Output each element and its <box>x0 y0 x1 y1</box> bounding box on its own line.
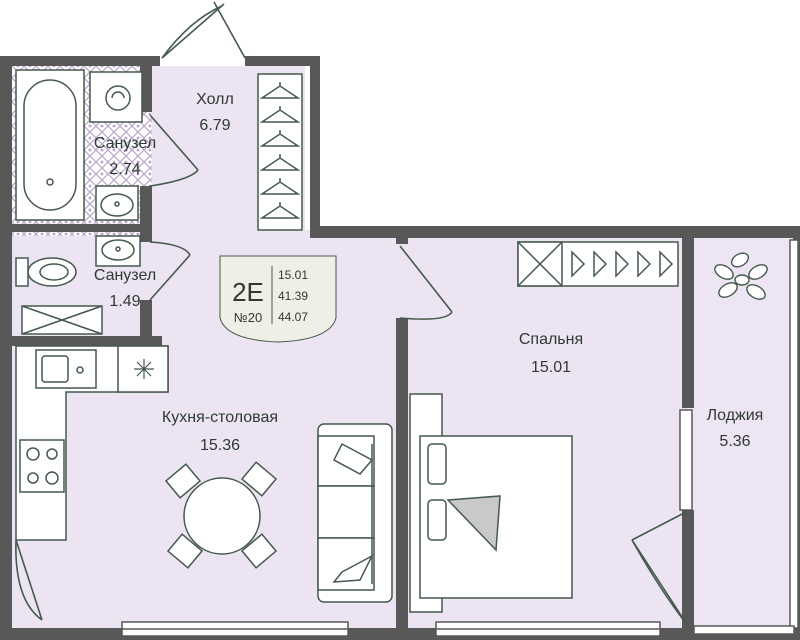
door-icon <box>149 241 191 301</box>
toilet-icon <box>15 257 77 287</box>
table-icon <box>164 461 278 569</box>
sink-icon <box>35 349 97 389</box>
room-name: Кухня-столовая <box>161 409 279 426</box>
room-label-bath1: Санузел 2.74 <box>80 134 170 180</box>
sink-icon <box>95 235 141 267</box>
window-icon <box>789 239 799 629</box>
bath1-fixtures <box>15 69 143 221</box>
bathtub-icon <box>15 69 85 221</box>
apartment-type: 2E <box>232 277 264 307</box>
hanger-icon <box>571 250 674 278</box>
badge-area-with-loggia: 44.07 <box>278 310 309 324</box>
room-area: 5.36 <box>719 433 751 450</box>
doors <box>149 1 689 627</box>
room-label-kitchen: Кухня-столовая 15.36 <box>130 408 310 456</box>
stove-icon <box>19 439 65 493</box>
bath2-fixtures <box>15 235 141 335</box>
badge-area-living: 15.01 <box>278 268 309 282</box>
room-name: Спальня <box>518 331 584 348</box>
hall-wardrobe <box>257 73 303 231</box>
room-name: Холл <box>196 91 234 108</box>
kitchen-counter <box>15 345 169 541</box>
fridge-icon <box>117 345 169 393</box>
plant-icon <box>714 252 768 300</box>
room-area: 2.74 <box>109 161 141 178</box>
room-label-hall: Холл 6.79 <box>178 90 252 136</box>
room-label-loggia: Лоджия 5.36 <box>690 406 780 452</box>
window-icon <box>693 625 795 635</box>
badge-area-total: 41.39 <box>278 289 309 303</box>
loggia-floor <box>690 238 798 628</box>
window-icon <box>679 409 693 511</box>
room-area: 15.36 <box>199 437 241 454</box>
apartment-badge <box>219 255 337 343</box>
door-icon <box>631 511 689 627</box>
hanger-icon <box>259 82 301 219</box>
bedroom-wardrobe <box>517 241 679 287</box>
shaft <box>21 305 103 335</box>
door-icon <box>161 1 246 59</box>
room-area: 1.49 <box>109 293 141 310</box>
windows <box>121 239 799 637</box>
door-icon <box>149 114 199 187</box>
bed-icon <box>409 393 573 613</box>
sofa-icon <box>317 423 393 603</box>
door-icon <box>15 539 43 621</box>
room-name: Лоджия <box>706 407 764 424</box>
room-label-bath2: Санузел 1.49 <box>80 266 170 312</box>
sink-icon <box>95 185 139 221</box>
room-label-bedroom: Спальня 15.01 <box>496 330 606 378</box>
room-area: 6.79 <box>199 117 231 134</box>
door-icon <box>399 245 453 320</box>
room-name: Санузел <box>93 135 157 152</box>
room-name: Санузел <box>93 267 157 284</box>
room-area: 15.01 <box>530 359 572 376</box>
apartment-number: №20 <box>233 310 263 325</box>
washer-icon <box>89 71 143 123</box>
